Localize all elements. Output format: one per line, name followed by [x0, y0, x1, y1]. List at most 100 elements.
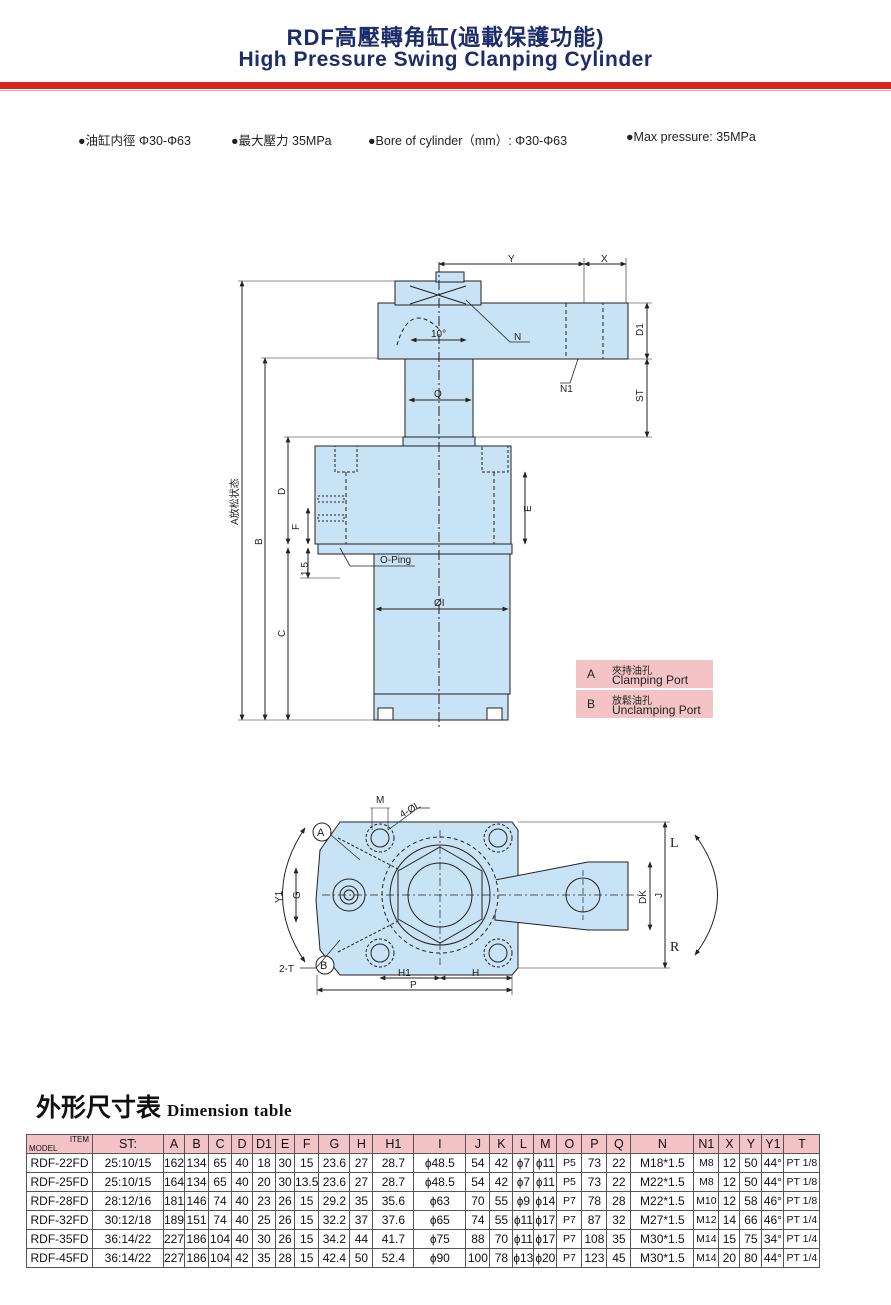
- label-st: ST: [635, 389, 646, 402]
- table-cell: ɸ14: [533, 1191, 558, 1211]
- port-legend: A 夾持油孔 Clamping Port B 放鬆油孔 Unclamping P…: [576, 660, 713, 718]
- table-cell: 26: [275, 1210, 296, 1230]
- technical-drawing: Y X D1 N N1 ST 10° Q A放松状态 B D E F O-Pin…: [228, 254, 718, 995]
- table-cell: M30*1.5: [630, 1248, 695, 1268]
- table-cell: 134: [184, 1172, 210, 1192]
- table-cell: 27: [349, 1172, 374, 1192]
- table-cell: 70: [465, 1191, 491, 1211]
- dimension-heading-en: Dimension table: [167, 1101, 293, 1120]
- dimension-heading-cn: 外形尺寸表: [36, 1093, 162, 1122]
- label-q: Q: [434, 389, 442, 400]
- table-cell: 80: [739, 1248, 763, 1268]
- label-h1: H1: [398, 968, 411, 979]
- table-cell: M8: [693, 1172, 720, 1192]
- table-cell: 22: [606, 1172, 632, 1192]
- col-header-22: Y: [739, 1134, 763, 1154]
- table-cell: 35: [349, 1191, 374, 1211]
- legend-en-a: Clamping Port: [612, 673, 689, 687]
- table-cell: 78: [581, 1191, 608, 1211]
- label-phi-i: ØI: [434, 598, 445, 609]
- col-header-12: J: [465, 1134, 491, 1154]
- spec-bore-en: ●Bore of cylinder（mm）: Φ30-Φ63: [368, 134, 568, 148]
- col-header-17: P: [581, 1134, 608, 1154]
- table-cell: P5: [556, 1172, 583, 1192]
- table-cell: 52.4: [372, 1248, 415, 1268]
- col-header-24: T: [783, 1134, 821, 1154]
- label-1-5: 1.5: [300, 562, 311, 576]
- table-cell: 14: [718, 1210, 741, 1230]
- table-cell: ɸ90: [413, 1248, 467, 1268]
- table-cell: 42.4: [318, 1248, 351, 1268]
- table-cell: 20: [718, 1248, 741, 1268]
- table-cell: P5: [556, 1153, 583, 1173]
- table-cell: 34.2: [318, 1229, 351, 1249]
- legend-cn-b: 放鬆油孔: [612, 696, 652, 707]
- label-y: Y: [508, 254, 515, 265]
- table-cell: 12: [718, 1153, 741, 1173]
- table-cell: P7: [556, 1229, 583, 1249]
- table-cell: PT 1/8: [783, 1153, 821, 1173]
- table-cell: 15: [294, 1153, 320, 1173]
- legend-row-a: A 夾持油孔 Clamping Port: [576, 660, 713, 688]
- col-header-23: Y1: [761, 1134, 785, 1154]
- table-cell: P7: [556, 1210, 583, 1230]
- table-cell: 58: [739, 1191, 763, 1211]
- table-cell: 37: [349, 1210, 374, 1230]
- side-view: [238, 258, 652, 730]
- table-cell: 28: [275, 1248, 296, 1268]
- col-header-7: F: [294, 1134, 320, 1154]
- legend-key-a: A: [586, 667, 595, 681]
- table-cell: 23.6: [318, 1153, 351, 1173]
- table-cell: 44°: [761, 1248, 785, 1268]
- table-cell: 18: [252, 1153, 277, 1173]
- table-corner: ITEM MODEL: [26, 1134, 93, 1154]
- table-cell: ɸ65: [413, 1210, 467, 1230]
- label-j: J: [654, 893, 665, 898]
- table-cell: 65: [208, 1172, 233, 1192]
- table-cell: M30*1.5: [630, 1229, 695, 1249]
- col-header-6: E: [275, 1134, 296, 1154]
- model-cell: RDF-35FD: [26, 1229, 93, 1249]
- table-cell: ɸ48.5: [413, 1172, 467, 1192]
- col-header-20: N1: [693, 1134, 720, 1154]
- table-cell: 25:10/15: [92, 1172, 164, 1192]
- table-cell: ɸ13: [512, 1248, 535, 1268]
- table-cell: 134: [184, 1153, 210, 1173]
- col-header-3: C: [208, 1134, 233, 1154]
- corner-item: ITEM: [69, 1135, 89, 1144]
- table-cell: 73: [581, 1153, 608, 1173]
- table-cell: 12: [718, 1191, 741, 1211]
- table-cell: 15: [294, 1191, 320, 1211]
- col-header-10: H1: [372, 1134, 415, 1154]
- col-header-21: X: [718, 1134, 741, 1154]
- table-cell: P7: [556, 1191, 583, 1211]
- table-cell: 70: [489, 1229, 514, 1249]
- col-header-18: Q: [606, 1134, 632, 1154]
- table-cell: 29.2: [318, 1191, 351, 1211]
- table-cell: 123: [581, 1248, 608, 1268]
- model-cell: RDF-32FD: [26, 1210, 93, 1230]
- label-2-t: 2-T: [279, 964, 294, 975]
- col-header-5: D1: [252, 1134, 277, 1154]
- top-nut: [394, 280, 482, 306]
- label-m: M: [376, 795, 384, 806]
- table-cell: 50: [349, 1248, 374, 1268]
- col-header-19: N: [630, 1134, 695, 1154]
- label-a: A放松状态: [228, 478, 241, 525]
- table-cell: 40: [231, 1153, 254, 1173]
- table-cell: 26: [275, 1229, 296, 1249]
- table-cell: ɸ7: [512, 1172, 535, 1192]
- table-cell: ɸ20: [533, 1248, 558, 1268]
- table-cell: 162: [162, 1153, 186, 1173]
- table-cell: 15: [294, 1248, 320, 1268]
- table-cell: 30: [275, 1172, 296, 1192]
- table-cell: 15: [718, 1229, 741, 1249]
- table-cell: 54: [465, 1172, 491, 1192]
- label-angle: 10°: [431, 329, 446, 340]
- nut-cap: [435, 271, 465, 283]
- table-cell: 40: [231, 1229, 254, 1249]
